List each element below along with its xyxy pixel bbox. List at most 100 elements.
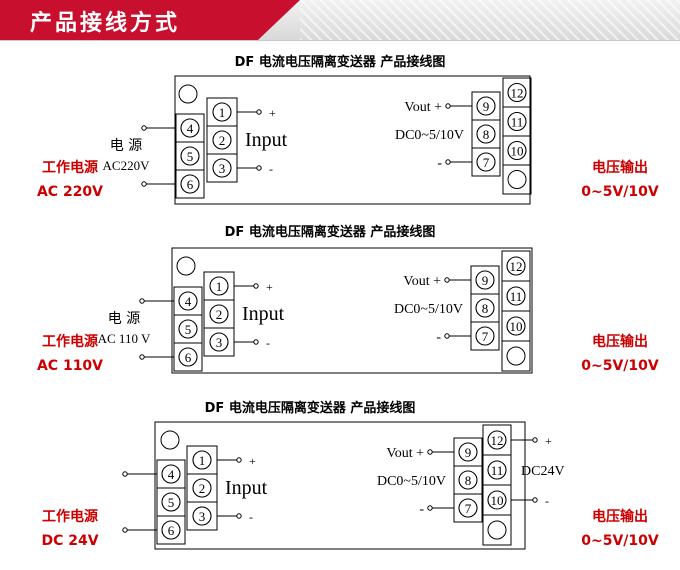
header-stripes [300, 0, 680, 40]
terminal-1 [209, 276, 229, 296]
terminal-dot [256, 165, 262, 171]
terminal-9 [476, 96, 496, 116]
output-terminal-block [470, 265, 500, 351]
mount-hole [160, 430, 180, 450]
terminal-9 [458, 442, 478, 462]
terminal-4 [178, 291, 198, 311]
power-spec-value: AC 220V [36, 184, 104, 200]
terminal-dot [532, 437, 538, 443]
terminal-number: 12 [511, 86, 524, 101]
terminal-number: 12 [491, 433, 504, 448]
terminal-number: 4 [187, 121, 194, 136]
input-terminal-block [186, 445, 218, 531]
power-spec-title: 工作电源 [42, 334, 98, 350]
output-spec-1: 电压输出 0~5V/10V [570, 156, 670, 204]
terminal-9 [475, 270, 495, 290]
power-spec-3: 工作电源 DC 24V [20, 505, 120, 553]
terminal-number: 1 [199, 453, 206, 468]
vout-minus-sign: - [419, 502, 424, 517]
terminal-12 [507, 82, 527, 103]
terminal-6 [180, 174, 200, 194]
terminal-dot [253, 283, 259, 289]
terminal-dot [122, 527, 128, 533]
terminal-number: 2 [199, 481, 206, 496]
power-spec-1: 工作电源 AC 220V [20, 156, 120, 204]
terminal-number: 1 [219, 105, 226, 120]
range-label: DC0~5/10V [395, 128, 464, 143]
range-label: DC0~5/10V [377, 474, 446, 489]
terminal-number: 11 [510, 289, 523, 304]
terminal-dot [427, 505, 433, 511]
output-spec-value: 0~5V/10V [581, 533, 659, 549]
terminal-number: 3 [216, 335, 223, 350]
diagram-title: DF 电流电压隔离变送器 产品接线图 [225, 224, 436, 240]
terminal-5 [161, 492, 181, 512]
terminal-8 [458, 470, 478, 490]
input-terminal-block [203, 271, 235, 357]
terminal-number: 6 [168, 523, 175, 538]
input-label: Input [225, 477, 268, 499]
terminal-2 [192, 478, 212, 498]
terminal-dot [253, 339, 259, 345]
terminal-dot [141, 181, 147, 187]
mount-hole [507, 170, 527, 189]
dc-label: DC24V [521, 464, 565, 479]
terminal-10 [487, 490, 507, 510]
terminal-11 [506, 286, 526, 306]
transmitter-body [174, 75, 531, 205]
terminal-number: 8 [482, 301, 489, 316]
transmitter-body [154, 421, 526, 550]
output-spec-title: 电压输出 [592, 334, 648, 350]
terminal-8 [476, 124, 496, 144]
dc-minus-sign: - [545, 494, 549, 508]
input-terminal-block [206, 97, 238, 183]
power-terminal-block [173, 286, 203, 372]
output-spec-3: 电压输出 0~5V/10V [570, 505, 670, 553]
terminal-number: 5 [168, 495, 175, 510]
terminal-number: 10 [491, 493, 504, 508]
input-plus-sign: + [269, 106, 276, 120]
terminal-number: 7 [465, 501, 472, 516]
header-bar: 产品接线方式 [0, 0, 680, 41]
terminal-number: 5 [187, 149, 194, 164]
terminal-number: 2 [216, 307, 223, 322]
transmitter-body [171, 247, 533, 374]
terminal-number: 5 [185, 322, 192, 337]
terminal-number: 6 [185, 350, 192, 365]
terminal-1 [212, 102, 232, 122]
diagram-title: DF 电流电压隔离变送器 产品接线图 [205, 400, 416, 416]
vout-minus-sign: - [437, 156, 442, 171]
terminal-dot [122, 471, 128, 477]
vout-label: Vout + [386, 446, 424, 461]
terminal-2 [212, 130, 232, 150]
terminal-12 [506, 256, 526, 276]
terminal-3 [192, 506, 212, 526]
terminal-number: 3 [219, 161, 226, 176]
header-red-tab [0, 0, 300, 40]
terminal-number: 10 [511, 144, 524, 159]
power-spec-2: 工作电源 AC 110V [20, 330, 120, 378]
power-spec-value: AC 110V [36, 358, 104, 374]
output-terminal-block [471, 91, 501, 177]
terminal-dot [444, 277, 450, 283]
terminal-10 [507, 140, 527, 161]
terminal-4 [161, 464, 181, 484]
dc-plus-sign: + [545, 434, 552, 448]
output-spec-value: 0~5V/10V [581, 184, 659, 200]
terminal-3 [212, 158, 232, 178]
input-plus-sign: + [266, 280, 273, 294]
output-spec-value: 0~5V/10V [581, 358, 659, 374]
power-value: AC 110 V [98, 331, 151, 346]
terminal-number: 4 [168, 467, 175, 482]
mount-hole [178, 84, 198, 104]
terminal-dot [532, 497, 538, 503]
terminal-number: 1 [216, 279, 223, 294]
terminal-number: 6 [187, 177, 194, 192]
terminal-number: 8 [483, 127, 490, 142]
terminal-number: 7 [483, 155, 490, 170]
input-minus-sign: - [266, 336, 270, 350]
terminal-number: 9 [465, 445, 472, 460]
terminal-3 [209, 332, 229, 352]
mount-hole [176, 256, 196, 276]
terminal-7 [458, 498, 478, 518]
